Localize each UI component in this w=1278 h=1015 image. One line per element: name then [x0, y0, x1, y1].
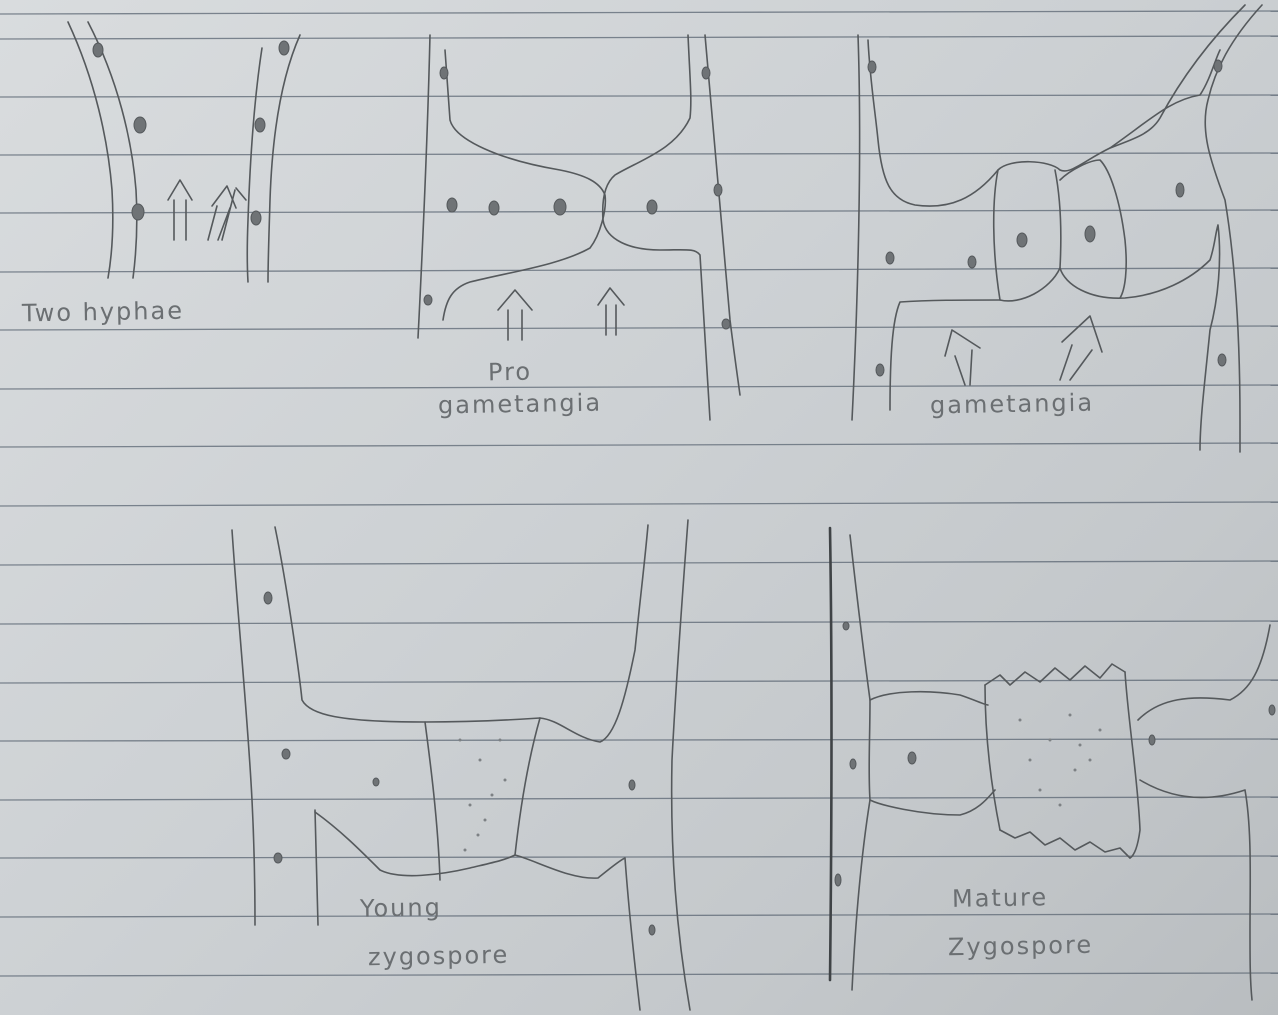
label-mature: Mature	[952, 885, 1049, 911]
upward-arrows	[945, 316, 1102, 385]
upward-arrows	[168, 180, 246, 240]
label-pro-gametangia: gametangia	[438, 391, 602, 418]
panel-pro-gametangia	[418, 35, 740, 420]
label-two-hyphae: Two hyphae	[22, 299, 184, 326]
panel-mature-zygospore	[830, 528, 1270, 1000]
upward-arrows	[498, 288, 624, 340]
panel-two-hyphae	[68, 22, 300, 282]
label-young-zygospore: zygospore	[368, 943, 510, 969]
panel-young-zygospore	[232, 520, 690, 1010]
label-mature-zygospore: Zygospore	[948, 933, 1093, 960]
panel-gametangia	[852, 5, 1262, 452]
nuclei	[93, 41, 1275, 935]
label-gametangia: gametangia	[930, 391, 1094, 418]
label-pro: Pro	[488, 360, 532, 385]
label-young: Young	[360, 895, 442, 920]
